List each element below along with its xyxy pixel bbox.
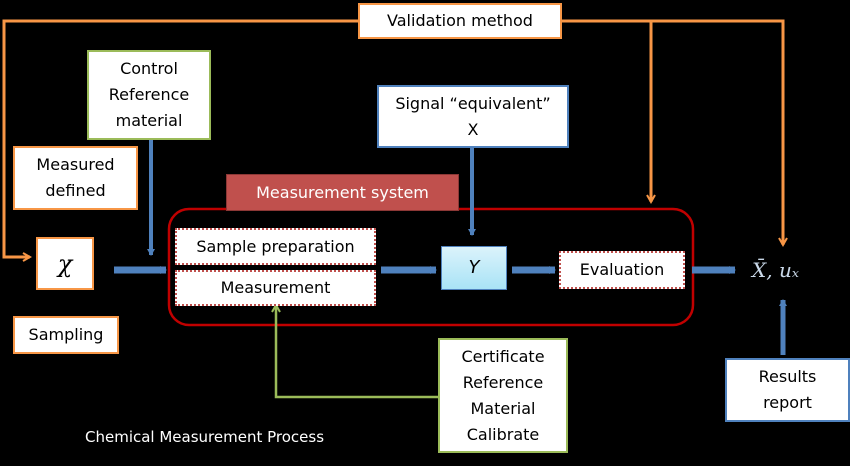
diagram-caption: Chemical Measurement Process [85,428,325,446]
chi-box: χ [36,237,94,290]
chi-symbol: χ [57,249,73,278]
control-reference-box: Control Reference material [87,50,211,140]
sample-preparation-box: Sample preparation [175,228,376,265]
signal-equivalent-line1: Signal “equivalent” [395,93,551,113]
signal-equivalent-line2: X [467,119,479,139]
results-report-line1: Results [758,367,817,386]
signal-equivalent-box: Signal “equivalent” X [377,85,569,148]
evaluation-label: Evaluation [579,260,665,279]
results-report-box: Results report [725,358,850,422]
measured-defined-line2: defined [45,181,106,200]
measurement-box: Measurement [175,270,376,306]
sampling-box: Sampling [13,316,119,354]
validation-line-right [562,19,783,245]
measured-defined-box: Measured defined [13,146,138,210]
control-reference-line2: Reference [108,85,190,104]
sampling-label: Sampling [28,325,104,344]
measurement-system-label: Measurement system [256,182,429,202]
evaluation-box: Evaluation [559,251,685,289]
certificate-line2: Reference [462,372,544,392]
control-reference-line1: Control [120,59,178,78]
measurement-label: Measurement [220,278,331,297]
sample-preparation-label: Sample preparation [196,236,355,256]
result-estimate-uncertainty: X̄, uₓ [752,258,799,282]
measured-defined-line1: Measured [36,155,115,174]
validation-line-left [2,19,358,257]
certificate-line1: Certificate [461,346,545,366]
certificate-line4: Calibrate [466,424,540,444]
y-signal-box: Y [441,246,507,290]
certificate-line3: Material [470,398,536,418]
certificate-reference-box: Certificate Reference Material Calibrate [438,338,568,453]
y-symbol: Y [468,257,480,278]
validation-method-label: Validation method [387,11,533,30]
results-report-line2: report [763,393,812,412]
validation-method-box: Validation method [358,3,562,39]
calibration-line [276,305,438,399]
control-reference-line3: material [115,111,183,130]
measurement-system-title: Measurement system [226,174,459,211]
